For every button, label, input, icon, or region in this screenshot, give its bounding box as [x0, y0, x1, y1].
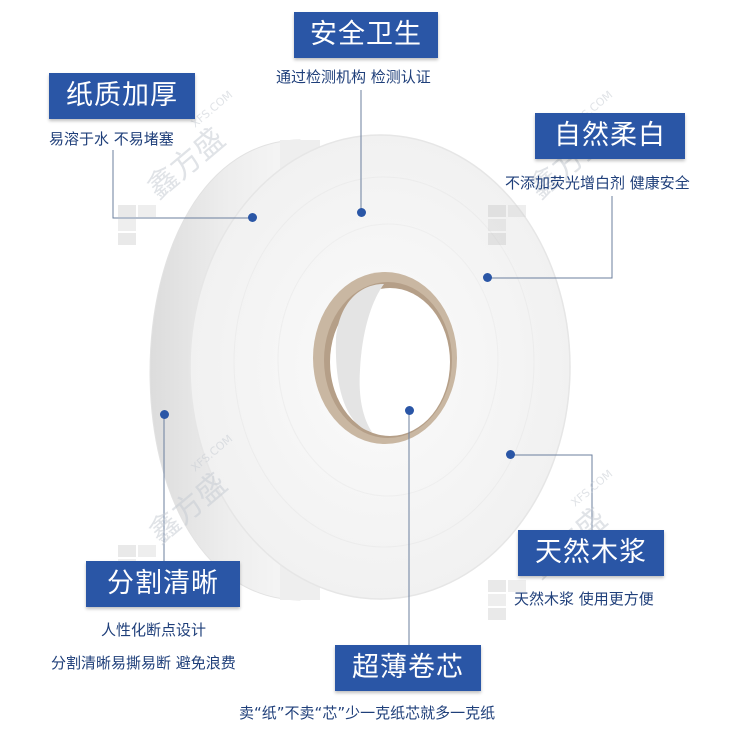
watermark-url: XFS.COM: [189, 88, 236, 130]
callout-dot-pulp: [506, 450, 515, 459]
callout-dot-core: [405, 406, 414, 415]
callout-dot-perforation: [160, 410, 169, 419]
feature-caption-perforation-2: 分割清晰易撕易断 避免浪费: [51, 654, 236, 672]
feature-caption-thick: 易溶于水 不易堵塞: [49, 130, 174, 148]
watermark-logo: [118, 205, 156, 245]
feature-badge-thick: 纸质加厚: [49, 73, 195, 119]
feature-caption-white: 不添加荧光增白剂 健康安全: [505, 174, 690, 192]
feature-badge-safety: 安全卫生: [294, 12, 438, 58]
callout-dot-thick: [248, 213, 257, 222]
feature-badge-white: 自然柔白: [535, 113, 685, 159]
watermark-logo: [488, 205, 526, 245]
leader-lines: [112, 90, 613, 645]
watermark-logo: [488, 580, 526, 620]
feature-badge-perforation: 分割清晰: [86, 561, 240, 607]
feature-caption-perforation-1: 人性化断点设计: [101, 621, 207, 639]
feature-caption-core: 卖“纸”不卖“芯”少一克纸芯就多一克纸: [239, 704, 496, 722]
leader-line-thick: [112, 150, 252, 219]
leader-line-white: [488, 196, 613, 279]
feature-caption-safety: 通过检测机构 检测认证: [276, 68, 431, 86]
leader-line-pulp: [510, 454, 593, 532]
toilet-paper-roll: [149, 134, 571, 601]
feature-badge-core: 超薄卷芯: [335, 645, 481, 691]
feature-badge-pulp: 天然木浆: [518, 530, 664, 576]
callout-dot-safety: [357, 208, 366, 217]
cardboard-core: [313, 272, 457, 444]
callout-dot-white: [483, 273, 492, 282]
feature-caption-pulp: 天然木浆 使用更方便: [514, 590, 654, 608]
